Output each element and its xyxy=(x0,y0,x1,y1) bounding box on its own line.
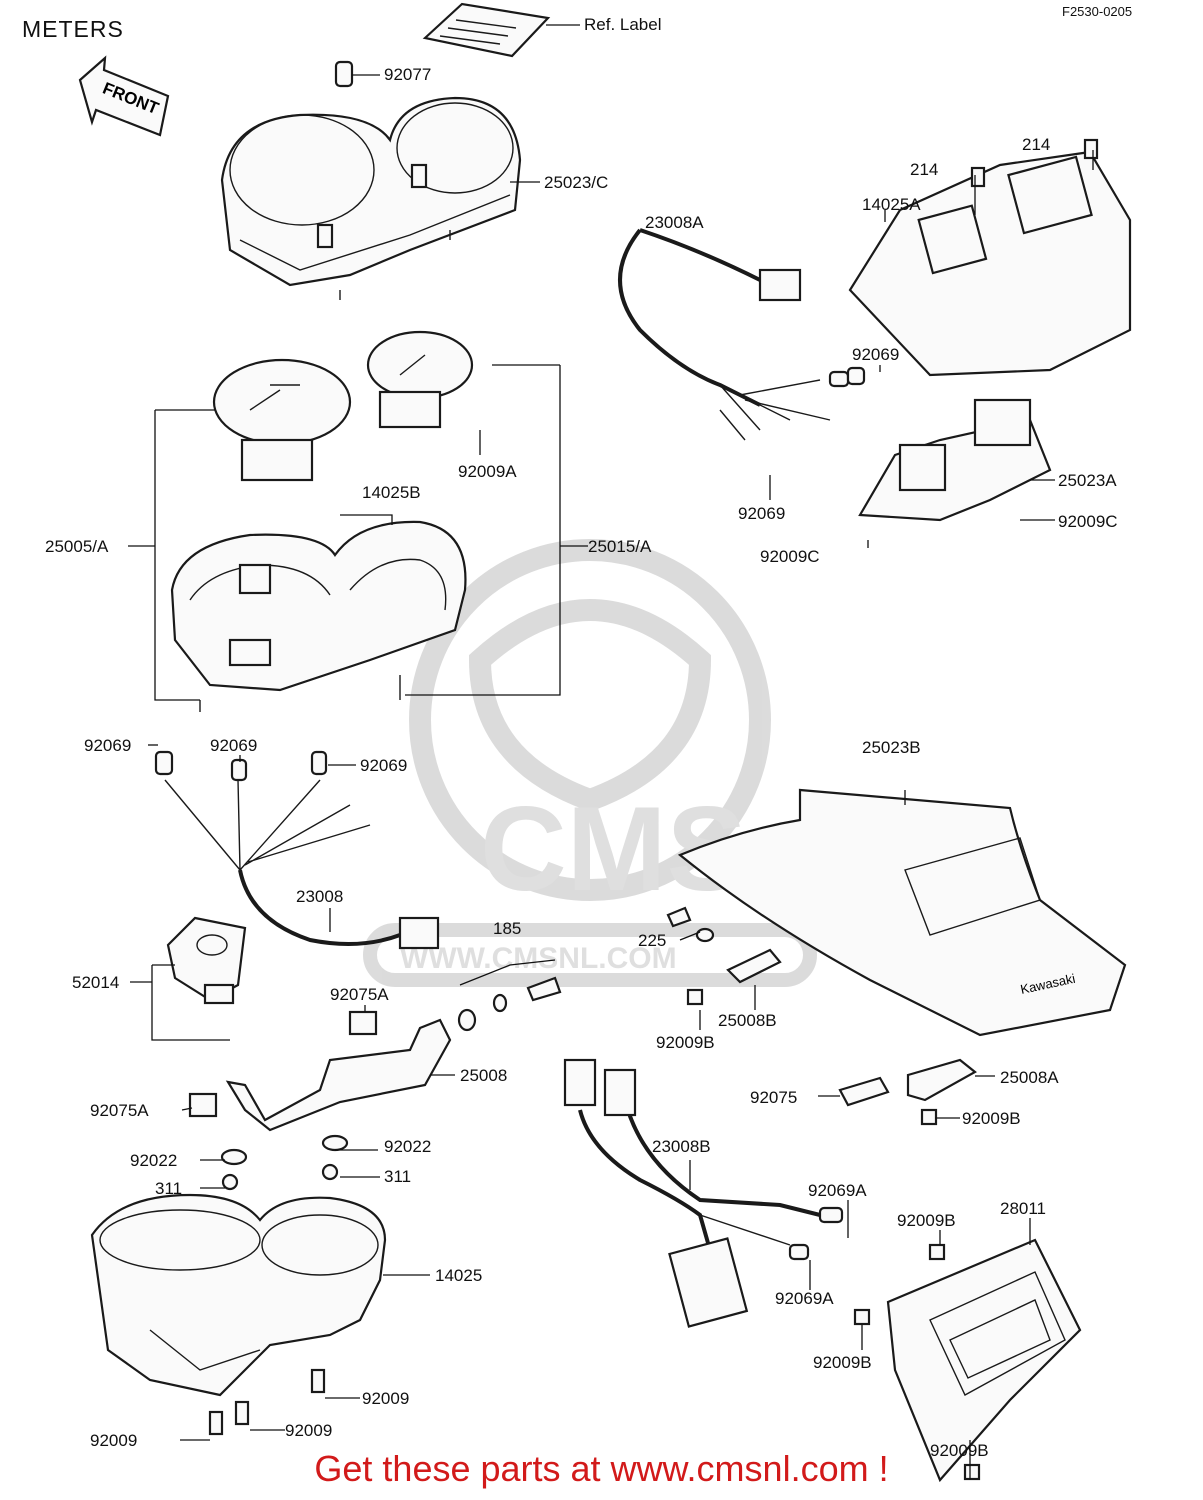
label-92069-r2: 92069 xyxy=(738,504,785,523)
watermark-url: WWW.CMSNL.COM xyxy=(400,942,677,975)
label-92069a-top: 92069A xyxy=(808,1181,867,1200)
footer-link-text[interactable]: Get these parts at www.cmsnl.com ! xyxy=(314,1448,889,1489)
label-92077: 92077 xyxy=(384,65,431,84)
display-28011 xyxy=(853,1238,1082,1483)
harness-23008a xyxy=(618,228,866,441)
label-25008a: 25008A xyxy=(1000,1068,1059,1087)
label-92075a-top: 92075A xyxy=(330,985,389,1004)
label-25015a: 25015/A xyxy=(588,537,652,556)
harness-23008b xyxy=(563,1058,844,1328)
label-23008b: 23008B xyxy=(652,1137,711,1156)
lower-cover-14025 xyxy=(90,1193,387,1436)
label-92069-l3: 92069 xyxy=(360,756,407,775)
label-23008: 23008 xyxy=(296,887,343,906)
indicator-panel-14025a xyxy=(848,138,1132,377)
part-labels: Ref. Label 92077 25023/C 23008A 214 214 … xyxy=(45,15,1118,1460)
meter-cover-top xyxy=(220,60,522,300)
label-92009b-bot: 92009B xyxy=(930,1441,989,1460)
label-92009-b: 92009 xyxy=(90,1431,137,1450)
label-92022-l: 92022 xyxy=(130,1151,177,1170)
label-23008a: 23008A xyxy=(645,213,704,232)
label-52014: 52014 xyxy=(72,973,119,992)
label-28011: 28011 xyxy=(1000,1199,1046,1218)
label-92009a: 92009A xyxy=(458,462,517,481)
label-92009-c: 92009 xyxy=(285,1421,332,1440)
gauge-units xyxy=(212,330,474,482)
label-25023a: 25023A xyxy=(1058,471,1117,490)
fasteners-mid xyxy=(457,906,782,1032)
diagram-code: F2530-0205 xyxy=(1062,4,1133,19)
label-92069-r1: 92069 xyxy=(852,345,899,364)
label-214-left: 214 xyxy=(910,160,938,179)
label-92075: 92075 xyxy=(750,1088,797,1107)
label-92069-l1: 92069 xyxy=(84,736,131,755)
label-14025: 14025 xyxy=(435,1266,482,1285)
front-arrow-icon: FRONT xyxy=(78,55,170,137)
label-25008: 25008 xyxy=(460,1066,507,1085)
label-92009b-mid: 92009B xyxy=(813,1353,872,1372)
label-25023b: 25023B xyxy=(862,738,921,757)
label-92009b-top: 92009B xyxy=(897,1211,956,1230)
label-214-right: 214 xyxy=(1022,135,1050,154)
label-25005a: 25005/A xyxy=(45,537,109,556)
leader-lines xyxy=(130,24,1094,1480)
label-92069-l2: 92069 xyxy=(210,736,257,755)
clamp-25008a xyxy=(838,1058,977,1126)
label-92009c-r: 92009C xyxy=(1058,512,1118,531)
label-ref-label: Ref. Label xyxy=(584,15,662,34)
page-title: METERS xyxy=(22,16,124,42)
bracket-lines xyxy=(128,364,588,701)
label-25008b: 25008B xyxy=(718,1011,777,1030)
label-92075a-l: 92075A xyxy=(90,1101,149,1120)
label-92069a-bot: 92069A xyxy=(775,1289,834,1308)
label-92022-r: 92022 xyxy=(384,1137,431,1156)
bracket-25008 xyxy=(188,1010,452,1191)
label-92009b-r: 92009B xyxy=(962,1109,1021,1128)
sensor-52014 xyxy=(166,916,247,1005)
label-185: 185 xyxy=(493,919,521,938)
indicator-bracket-25023a xyxy=(858,398,1052,522)
label-25023c: 25023/C xyxy=(544,173,608,192)
label-14025a: 14025A xyxy=(862,195,921,214)
label-92009c-l: 92009C xyxy=(760,547,820,566)
label-311-l: 311 xyxy=(155,1179,182,1198)
meter-visor-25023b: Kawasaki xyxy=(677,788,1127,1037)
label-92009b-m: 92009B xyxy=(656,1033,715,1052)
label-311-r: 311 xyxy=(384,1167,411,1186)
label-225: 225 xyxy=(638,931,666,950)
label-92009-a: 92009 xyxy=(362,1389,409,1408)
label-14025b: 14025B xyxy=(362,483,421,502)
harness-23008 xyxy=(154,750,440,950)
watermark: CMS WWW.CMSNL.COM xyxy=(363,539,817,987)
ref-label-part xyxy=(422,2,551,58)
meter-case xyxy=(170,520,467,712)
